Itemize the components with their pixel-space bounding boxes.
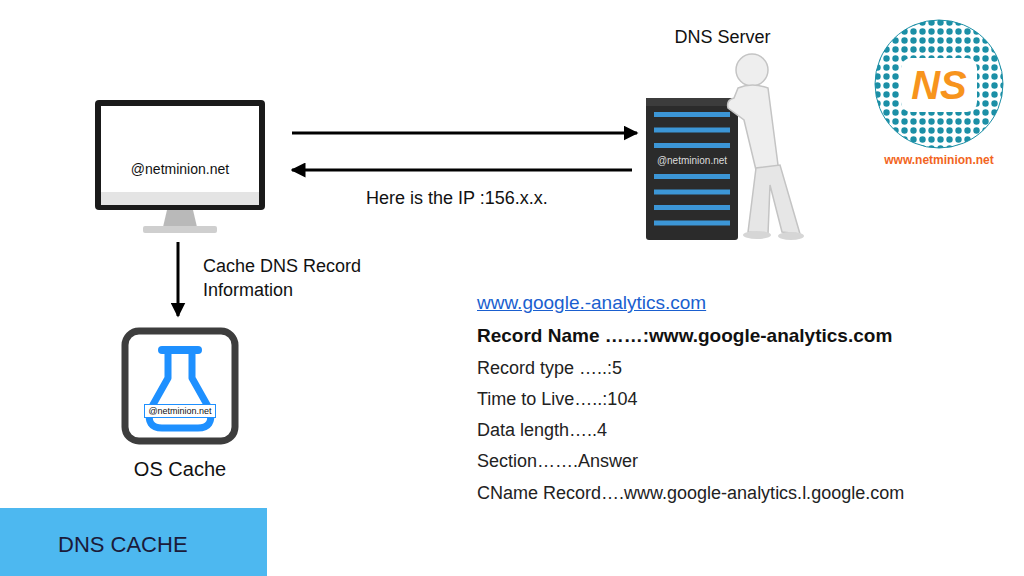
arrow-connector (292, 169, 632, 172)
os-cache-node: @netminion.net OS Cache (115, 322, 245, 487)
arrow-connector (292, 132, 637, 135)
server-slot (654, 143, 730, 148)
server-slot (654, 128, 730, 133)
monitor-node: @netminion.net (95, 100, 265, 235)
server-node: DNS Server @netminion.net (640, 25, 805, 242)
logo-node: NS www.netminion.net (868, 18, 1010, 170)
record-field: CName Record….www.google-analytics.l.goo… (477, 481, 1007, 505)
node-caption: OS Cache (115, 456, 245, 483)
icon-text: @netminion.net (144, 404, 216, 418)
server-slot (654, 205, 730, 210)
record-field: Data length…..4 (477, 418, 1007, 442)
edge-label: Cache DNS Record Information (203, 254, 398, 302)
record-field: Section…….Answer (477, 449, 1007, 473)
link-text: www.google.-analytics.com (477, 290, 1007, 316)
server-slot (654, 190, 730, 195)
server-illustration (646, 54, 804, 240)
server-slot (654, 174, 730, 179)
server-slot (654, 221, 730, 226)
edge-label: Here is the IP :156.x.x. (366, 186, 606, 210)
band-title: DNS CACHE (58, 530, 258, 560)
dns-cache-band: DNS CACHE (0, 508, 267, 576)
monitor-illustration (95, 100, 265, 233)
arrow-connector (177, 242, 180, 316)
record-field: Record type …..:5 (477, 356, 1007, 380)
os-cache-icon (125, 331, 235, 441)
screen-text: @netminion.net (101, 160, 259, 179)
server-heading: DNS Server (640, 25, 805, 49)
server-slot (654, 112, 730, 117)
server-text: @netminion.net (649, 154, 735, 168)
record-field: Time to Live…..:104 (477, 387, 1007, 411)
logo-illustration (870, 16, 1010, 156)
record-field: Record Name ……:www.google-analytics.com (477, 323, 1007, 349)
logo-url: www.netminion.net (868, 152, 1010, 168)
logo-mark: NS (901, 58, 977, 112)
